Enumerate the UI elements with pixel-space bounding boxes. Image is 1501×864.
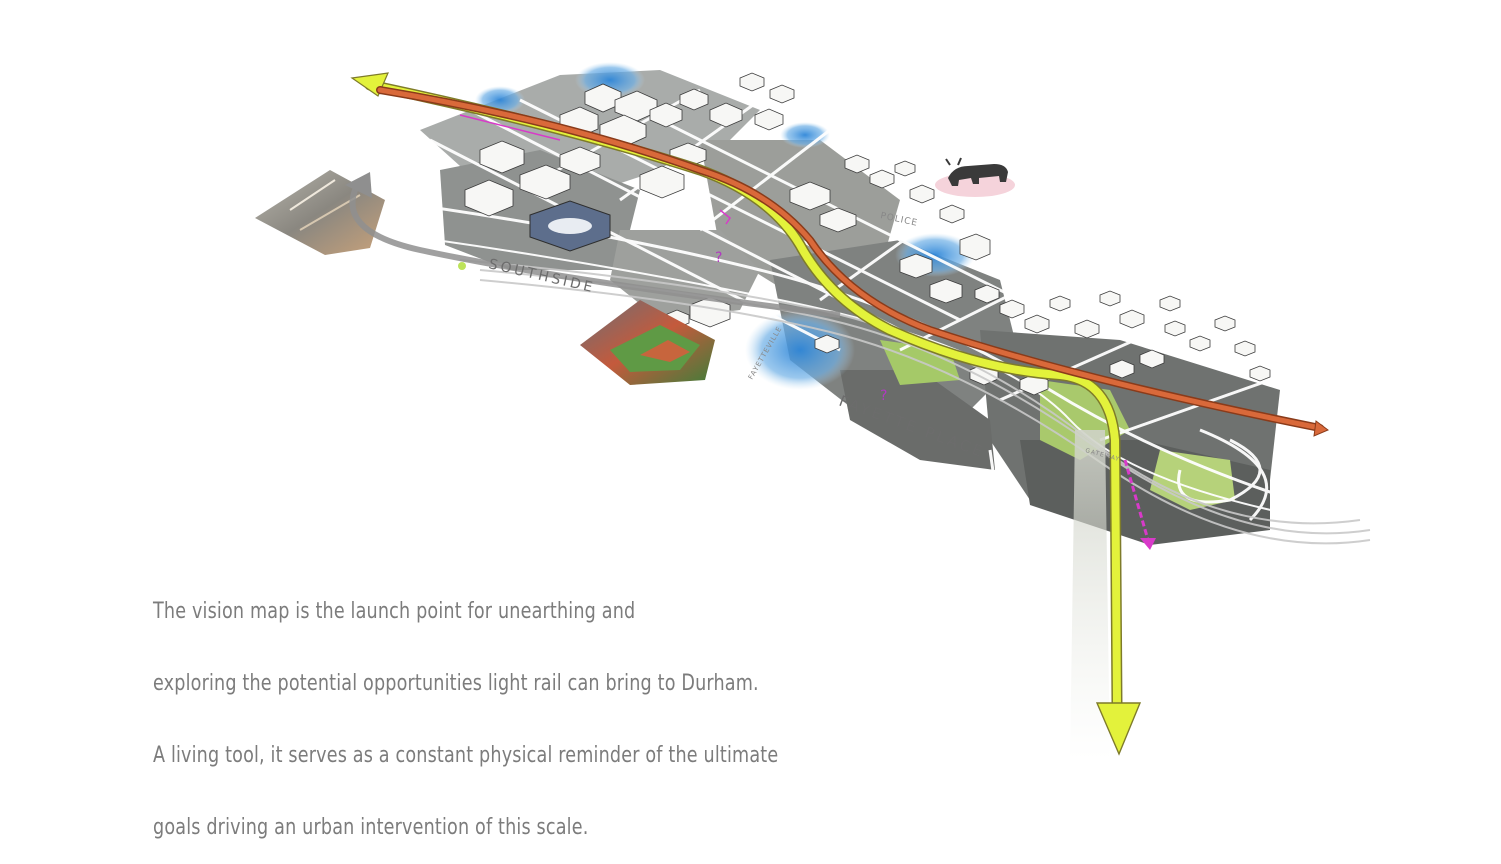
building <box>1049 295 1071 312</box>
building <box>974 284 1000 304</box>
building <box>649 102 683 128</box>
building <box>1214 315 1236 332</box>
caption-line-1: The vision map is the launch point for u… <box>153 599 636 624</box>
blue-glow-west <box>745 310 855 390</box>
building <box>1189 335 1211 352</box>
aerial-tile-road <box>840 370 995 470</box>
building <box>999 299 1025 319</box>
arrow-shadow <box>1070 430 1110 760</box>
building <box>679 88 709 111</box>
building <box>1119 309 1145 329</box>
building <box>1234 340 1256 357</box>
stadium-field <box>548 218 592 234</box>
building <box>559 146 601 176</box>
building <box>869 169 895 189</box>
building <box>844 154 870 174</box>
building <box>909 184 935 204</box>
building <box>769 84 795 104</box>
building <box>1074 319 1100 339</box>
vision-map-caption: The vision map is the launch point for u… <box>153 576 779 864</box>
building <box>959 233 991 261</box>
building <box>814 334 840 354</box>
arrow-head-south <box>1095 702 1142 756</box>
building <box>1164 320 1186 337</box>
question-mark-1: ? <box>715 250 722 266</box>
caption-line-2: exploring the potential opportunities li… <box>153 671 759 696</box>
building <box>1109 359 1135 379</box>
building <box>639 165 685 199</box>
caption-line-4: goals driving an urban intervention of t… <box>153 815 589 840</box>
building <box>479 140 525 174</box>
rail-route-orange <box>376 86 1329 437</box>
question-mark-2: ? <box>880 388 887 404</box>
rail-arrow-head <box>1313 420 1329 437</box>
building <box>929 278 963 304</box>
building <box>519 164 571 200</box>
gray-curved-arrow <box>345 172 841 318</box>
caption-line-3: A living tool, it serves as a constant p… <box>153 743 779 768</box>
building <box>819 207 857 233</box>
building <box>789 181 831 211</box>
building <box>754 108 784 131</box>
building <box>899 253 933 279</box>
building <box>1139 349 1165 369</box>
building <box>464 179 514 217</box>
magenta-accents <box>459 114 1156 550</box>
building <box>739 72 765 92</box>
buildings <box>464 72 1271 396</box>
building <box>709 102 743 128</box>
photo-inset-bull <box>945 157 1008 186</box>
building <box>1159 295 1181 312</box>
building <box>1249 365 1271 382</box>
photo-inset-ballpark <box>580 300 715 385</box>
building <box>1099 290 1121 307</box>
green-marker-icon <box>458 262 466 270</box>
building <box>1024 314 1050 334</box>
building <box>939 204 965 224</box>
vision-map-diagram: SOUTHSIDE FAYETTE PLACE POLICE FAYETTEVI… <box>255 62 1371 760</box>
building <box>894 160 916 177</box>
